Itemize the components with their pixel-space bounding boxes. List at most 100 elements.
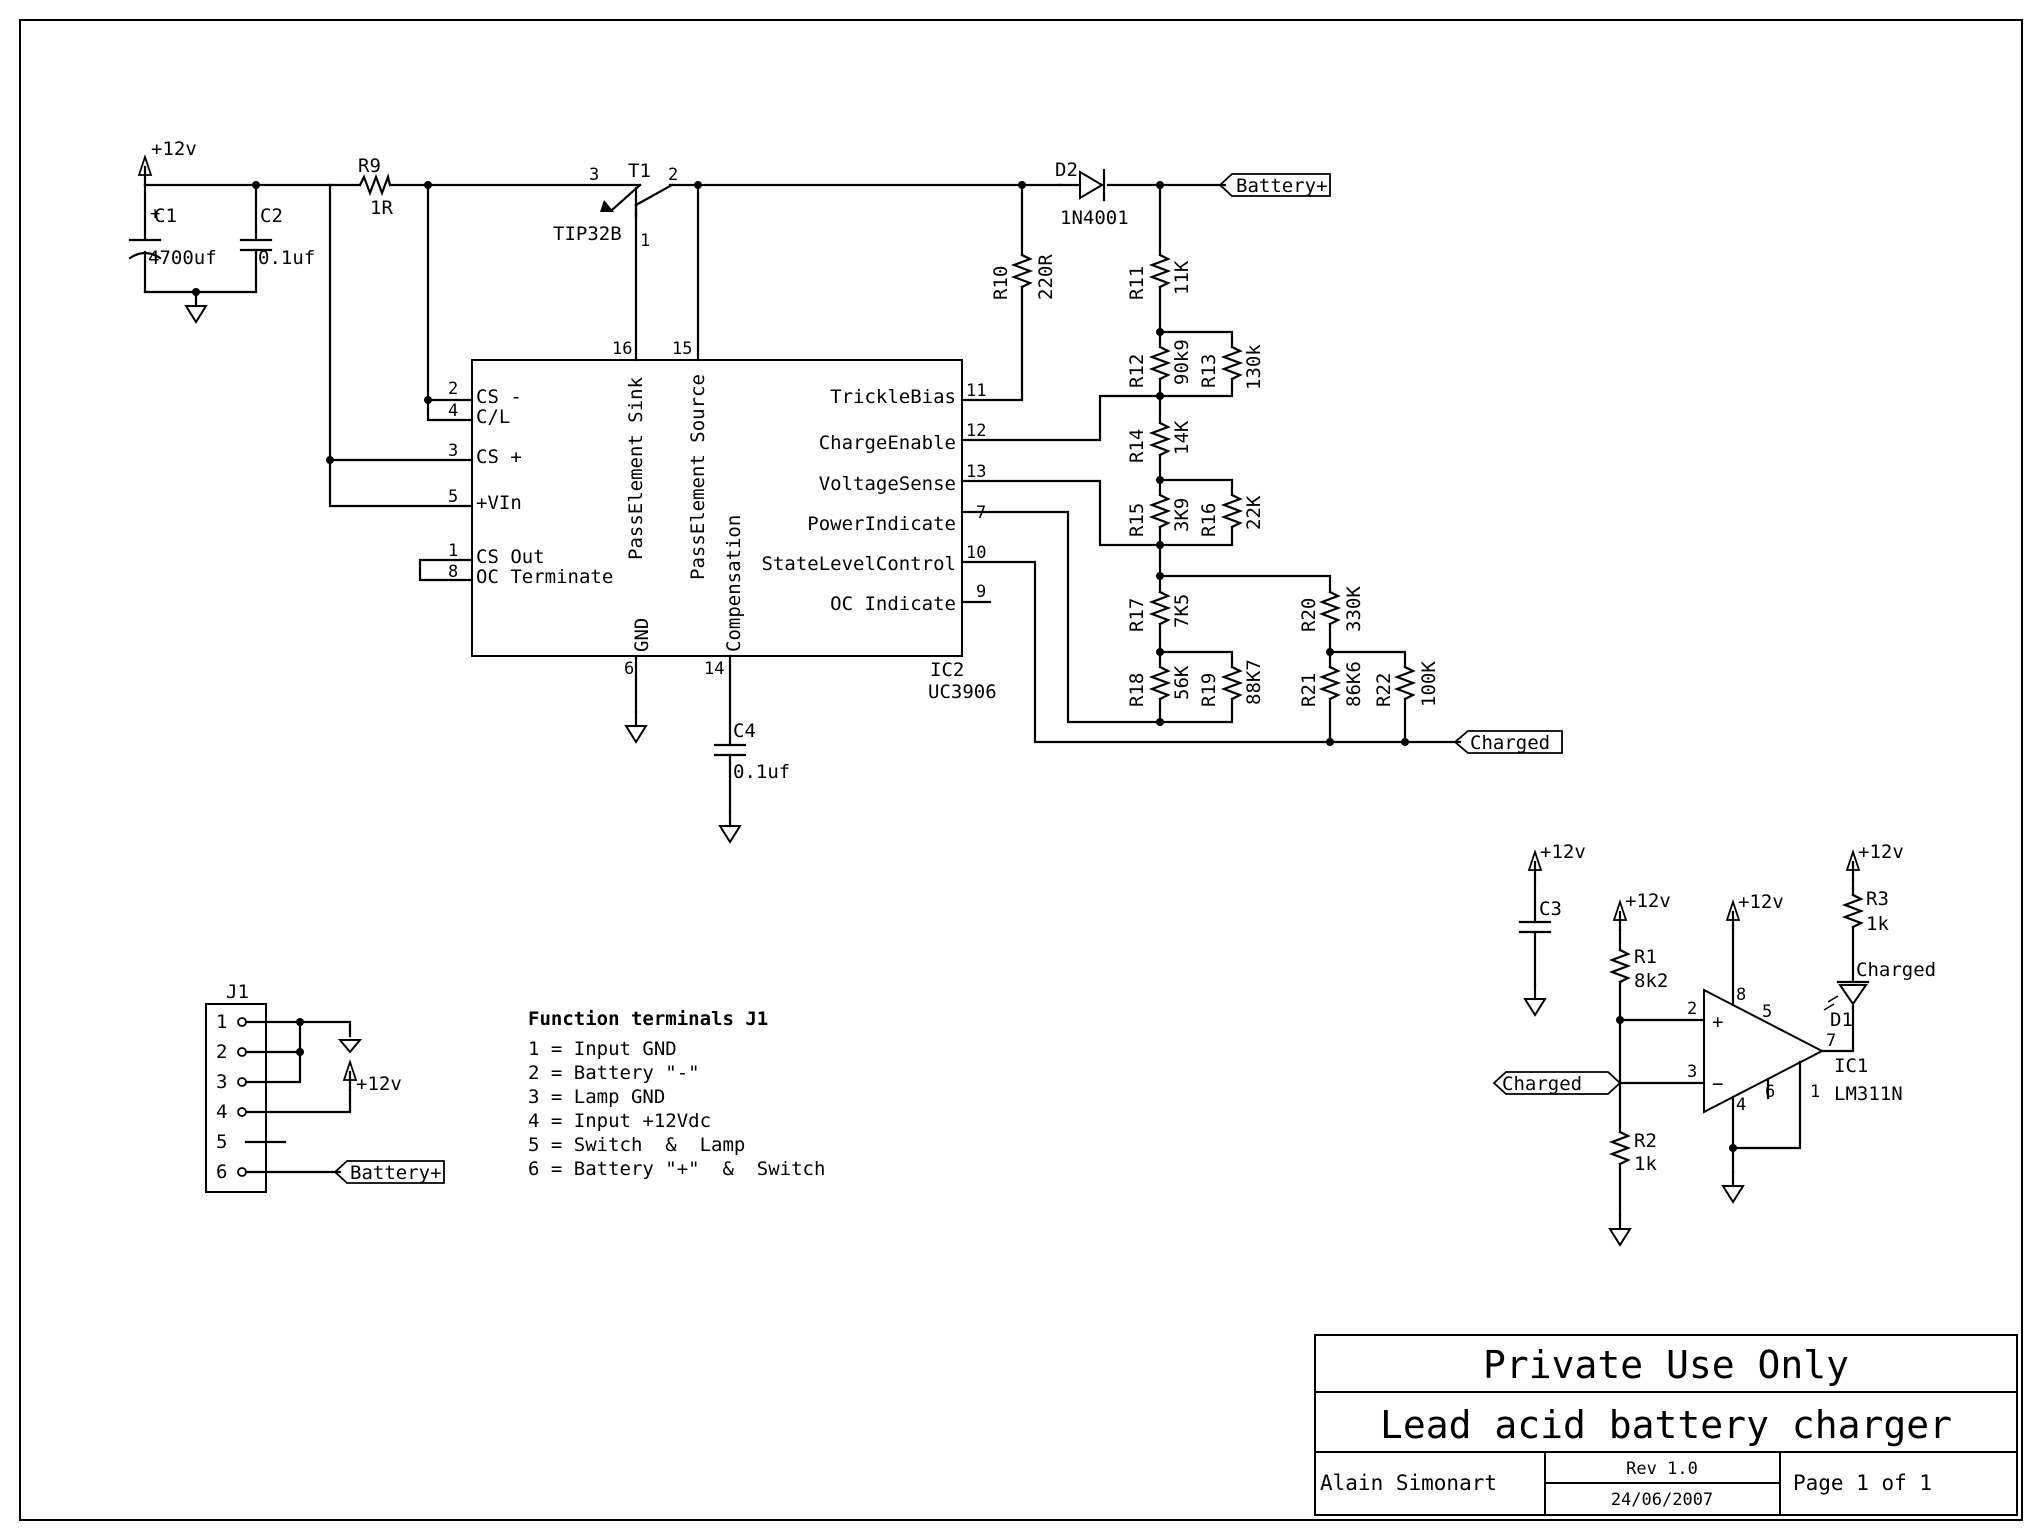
net-label-charged-top: Charged [1453,730,1563,754]
resistor-r15: R15 3K9 [1126,478,1193,537]
svg-text:11: 11 [966,381,986,401]
svg-text:Charged: Charged [1502,1073,1582,1095]
svg-text:1: 1 [640,231,650,251]
svg-text:R14: R14 [1126,429,1148,463]
svg-text:130k: 130k [1243,344,1265,390]
ground-symbol [1523,983,1547,1017]
svg-text:0.1uf: 0.1uf [733,761,790,783]
capacitor-c4: C4 0.1uf [713,720,790,814]
svg-text:Function terminals J1: Function terminals J1 [528,1008,768,1030]
resistor-r20: R20 330K [1298,586,1365,632]
resistor-r9: R9 1R [358,155,393,219]
connector-j1: J1 1 2 3 4 5 6 [205,981,352,1193]
svg-text:Battery+: Battery+ [1236,175,1328,197]
svg-text:5: 5 [448,487,458,507]
svg-text:3: 3 [448,441,458,461]
resistor-r2: R2 1k [1608,1130,1657,1175]
svg-text:+12v: +12v [356,1073,402,1095]
svg-text:1k: 1k [1634,1153,1657,1175]
svg-text:UC3906: UC3906 [928,681,997,703]
svg-text:R19: R19 [1198,673,1220,707]
svg-text:2: 2 [216,1041,227,1063]
transistor-t1: T1 TIP32B 3 2 1 [553,160,678,362]
svg-text:1: 1 [1810,1082,1820,1102]
svg-text:3 = Lamp GND: 3 = Lamp GND [528,1086,665,1108]
svg-text:+VIn: +VIn [476,492,522,514]
svg-text:4 = Input +12Vdc: 4 = Input +12Vdc [528,1110,711,1132]
net-label-charged-bottom: Charged [1492,1071,1622,1095]
svg-text:22K: 22K [1243,495,1265,530]
svg-text:R18: R18 [1126,673,1148,707]
resistor-r14: R14 14K [1126,394,1193,463]
svg-text:VoltageSense: VoltageSense [819,473,956,495]
svg-text:8k2: 8k2 [1634,970,1668,992]
svg-text:5: 5 [216,1131,227,1153]
svg-text:Compensation: Compensation [723,515,745,652]
svg-text:+12v: +12v [1625,890,1671,912]
svg-text:88K7: 88K7 [1243,659,1265,705]
svg-text:7: 7 [976,503,986,523]
svg-text:C4: C4 [733,720,756,742]
svg-text:1: 1 [216,1011,227,1033]
svg-text:OC Indicate: OC Indicate [830,593,956,615]
svg-text:14K: 14K [1171,420,1193,455]
svg-text:3: 3 [589,165,599,185]
svg-text:+: + [1712,1011,1723,1033]
ic1-lm311n: 2 + 3 − +12v 8 5 4 6 7 1 IC1 LM311N [1687,891,1903,1152]
svg-text:4: 4 [448,401,458,421]
net-label-battery-plus-j1: Battery+ [333,1160,445,1184]
svg-text:PowerIndicate: PowerIndicate [807,513,956,535]
svg-text:0.1uf: 0.1uf [258,247,315,269]
svg-text:Battery+: Battery+ [350,1162,442,1184]
svg-text:14: 14 [704,659,724,679]
svg-text:+12v: +12v [1858,841,1904,863]
net-label-battery-plus: Battery+ [1218,173,1331,197]
resistor-r22: R22 100K [1373,661,1440,707]
sheet-border [19,19,2023,1521]
svg-text:12: 12 [966,421,986,441]
svg-text:+12v: +12v [151,138,197,160]
svg-text:15: 15 [672,339,692,359]
svg-text:ChargeEnable: ChargeEnable [819,432,956,454]
svg-text:CS Out: CS Out [476,546,545,568]
resistor-r21: R21 86K6 [1298,650,1365,707]
svg-text:100K: 100K [1418,661,1440,707]
svg-text:1: 1 [448,541,458,561]
svg-text:Private Use Only: Private Use Only [1483,1343,1849,1387]
svg-text:1N4001: 1N4001 [1060,207,1129,229]
svg-text:16: 16 [612,339,632,359]
svg-text:R11: R11 [1126,266,1148,300]
svg-text:1 = Input GND: 1 = Input GND [528,1038,677,1060]
svg-text:8: 8 [448,562,458,582]
resistor-r3: R3 1k [1841,888,1889,935]
svg-text:R3: R3 [1866,888,1889,910]
svg-text:+: + [150,204,160,224]
svg-text:R21: R21 [1298,673,1320,707]
svg-text:CS +: CS + [476,446,522,468]
svg-text:Charged: Charged [1470,732,1550,754]
svg-text:+12v: +12v [1540,841,1586,863]
capacitor-c3: +12v C3 [1518,841,1586,987]
resistor-r11: R11 11K [1126,253,1193,300]
svg-text:6: 6 [1765,1082,1775,1102]
svg-text:IC2: IC2 [930,659,964,681]
svg-text:4: 4 [216,1101,227,1123]
svg-text:R13: R13 [1198,354,1220,388]
svg-text:+12v: +12v [1738,891,1784,913]
svg-text:D1: D1 [1830,1009,1853,1031]
svg-text:3: 3 [1687,1062,1697,1082]
svg-text:4: 4 [1736,1095,1746,1115]
svg-text:5 = Switch & Lamp: 5 = Switch & Lamp [528,1134,745,1156]
svg-text:Charged: Charged [1856,959,1936,981]
svg-text:Rev 1.0: Rev 1.0 [1626,1459,1698,1479]
svg-text:R15: R15 [1126,503,1148,537]
svg-text:5: 5 [1762,1002,1772,1022]
svg-text:OC Terminate: OC Terminate [476,566,613,588]
svg-text:4700uf: 4700uf [148,247,217,269]
svg-text:R22: R22 [1373,673,1395,707]
resistor-r17: R17 7K5 [1126,574,1193,632]
svg-text:C3: C3 [1539,898,1562,920]
svg-text:6 = Battery "+" & Switch: 6 = Battery "+" & Switch [528,1158,825,1180]
svg-text:Lead acid battery charger: Lead acid battery charger [1380,1403,1952,1447]
